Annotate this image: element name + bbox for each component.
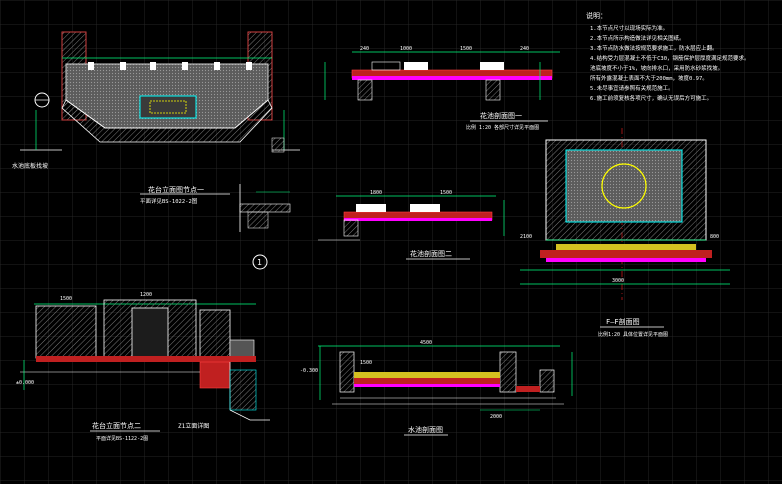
detail-1[interactable]: 1	[239, 184, 291, 270]
note-line-5: 池底坡度不小于1%，坡向排水口，采用防水砂浆找坡。	[590, 64, 723, 72]
section-a-dim-4: 240	[520, 46, 529, 52]
note-line-4: 4.结构受力层混凝土不低于C30，钢筋保护层厚度满足规范要求。	[590, 54, 750, 62]
bl-dim-2: 1200	[140, 292, 152, 298]
bl-level: ±0.000	[16, 380, 34, 386]
plan-detail-bottom-left[interactable]: ±0.000 1500 1200 花台立面节点二 平面详见BS-1122-2图 …	[16, 292, 270, 442]
detail-1-number: 1	[257, 258, 262, 267]
section-a-dim-2: 1000	[400, 46, 412, 52]
elev-f-dim-1: 2100	[520, 234, 532, 240]
pool-dim-1: 4500	[420, 340, 432, 346]
pool-dim-3: 2000	[490, 414, 502, 420]
plan-detail-left[interactable]: 水池底板找坡 花台立面图节点一 平面详见BS-1022-2图	[12, 31, 300, 205]
elev-f-dim-2: 800	[710, 234, 719, 240]
elevation-f[interactable]: 2100 800 3000 F—F剖面图 比例1:20 具体位置详见平面图	[520, 128, 730, 338]
note-line-6: 所有外露混凝土表面不大于200mm，坡度0.97。	[590, 74, 708, 82]
section-b-dim-2: 1500	[440, 190, 452, 196]
pool-title: 水池剖面图	[408, 425, 443, 434]
pool-level: -0.300	[300, 368, 318, 374]
pool-dim-2: 1500	[360, 360, 372, 366]
section-b-title: 花池剖面图二	[410, 249, 452, 258]
pool-section[interactable]: 4500 1500 2000 -0.300 水池剖面图	[300, 340, 573, 436]
section-a-title: 花池剖面图一	[480, 111, 522, 120]
note-line-3: 3.本节点防水做法按规范要求施工，防水层应上翻。	[590, 44, 718, 52]
bl-mark: Z1立面详图	[178, 422, 209, 430]
elev-f-subtitle: 比例1:20 具体位置详见平面图	[598, 331, 668, 338]
section-a-subtitle: 比例 1:20 各部尺寸详见平面图	[466, 124, 539, 131]
bl-title: 花台立面节点二	[92, 421, 141, 430]
notes-title: 说明：	[586, 11, 607, 20]
section-a-dim-3: 1500	[460, 46, 472, 52]
note-line-1: 1.本节点尺寸以现场实际为准。	[590, 24, 668, 32]
section-a-dim-1: 240	[360, 46, 369, 52]
elev-f-dim-3: 3000	[612, 278, 624, 284]
section-a[interactable]: 240 1000 1500 240 花池剖面图一 比例 1:20 各部尺寸详见平…	[324, 46, 560, 131]
section-b[interactable]: 1800 1500 花池剖面图二	[318, 190, 505, 260]
plan-left-note: 水池底板找坡	[12, 162, 48, 170]
section-b-dim-1: 1800	[370, 190, 382, 196]
plan-left-subtitle: 平面详见BS-1022-2图	[140, 197, 198, 205]
bl-subtitle: 平面详见BS-1122-2图	[96, 435, 148, 442]
elev-f-title: F—F剖面图	[606, 317, 640, 326]
bl-dim-1: 1500	[60, 296, 72, 302]
plan-left-title: 花台立面图节点一	[148, 185, 204, 194]
note-line-2: 2.本节点所示构造做法详见相关图纸。	[590, 34, 685, 42]
note-line-7: 5.未尽事宜请参照有关规范施工。	[590, 84, 674, 92]
note-line-8: 6.施工前须复核各项尺寸，确认无误后方可施工。	[590, 94, 712, 102]
notes-block: 说明： 1.本节点尺寸以现场实际为准。 2.本节点所示构造做法详见相关图纸。 3…	[586, 11, 750, 102]
